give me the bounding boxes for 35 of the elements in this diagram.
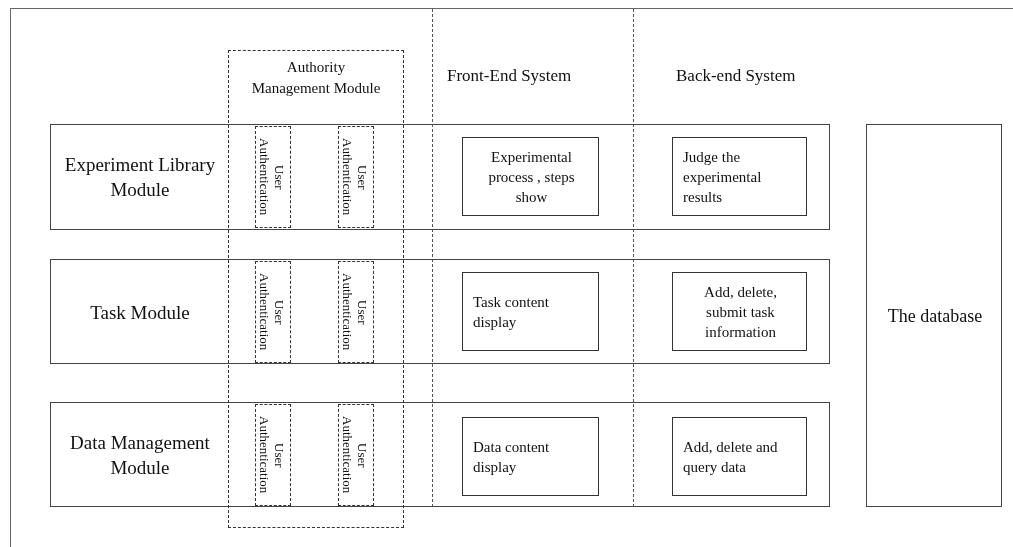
auth-box	[255, 404, 291, 506]
function-box	[462, 272, 599, 351]
row-title: Task Module	[89, 300, 191, 324]
row-title: Experiment Library Module	[63, 153, 217, 202]
function-text: Add, delete and query data	[683, 437, 779, 477]
function-box	[462, 417, 599, 496]
row-title: Data Management Module	[69, 430, 211, 480]
auth-box	[338, 404, 374, 506]
column-heading: Front-End System	[447, 66, 572, 86]
auth-text: User Authentication	[257, 272, 287, 353]
group-title: Authority Management Module	[250, 58, 382, 98]
auth-box	[338, 261, 374, 363]
function-text: Judge the experimental results	[683, 147, 763, 207]
function-box	[672, 417, 807, 496]
function-text: Task content display	[473, 292, 550, 332]
auth-box	[338, 126, 374, 228]
auth-text: User Authentication	[257, 137, 287, 218]
module-row	[50, 124, 830, 230]
auth-box	[255, 126, 291, 228]
auth-text: User Authentication	[340, 137, 370, 218]
auth-text: User Authentication	[340, 272, 370, 353]
auth-text: User Authentication	[340, 415, 370, 496]
function-box	[672, 272, 807, 351]
module-row	[50, 402, 830, 507]
column-heading: Back-end System	[676, 66, 796, 86]
module-row	[50, 259, 830, 364]
function-text: Data content display	[473, 437, 551, 477]
database-box	[866, 124, 1002, 507]
database-text: The database	[886, 305, 984, 326]
function-text: Experimental process , steps show	[487, 147, 576, 207]
function-box	[672, 137, 807, 216]
function-text: Add, delete, submit task information	[703, 282, 778, 342]
auth-box	[255, 261, 291, 363]
auth-text: User Authentication	[257, 415, 287, 496]
function-box	[462, 137, 599, 216]
